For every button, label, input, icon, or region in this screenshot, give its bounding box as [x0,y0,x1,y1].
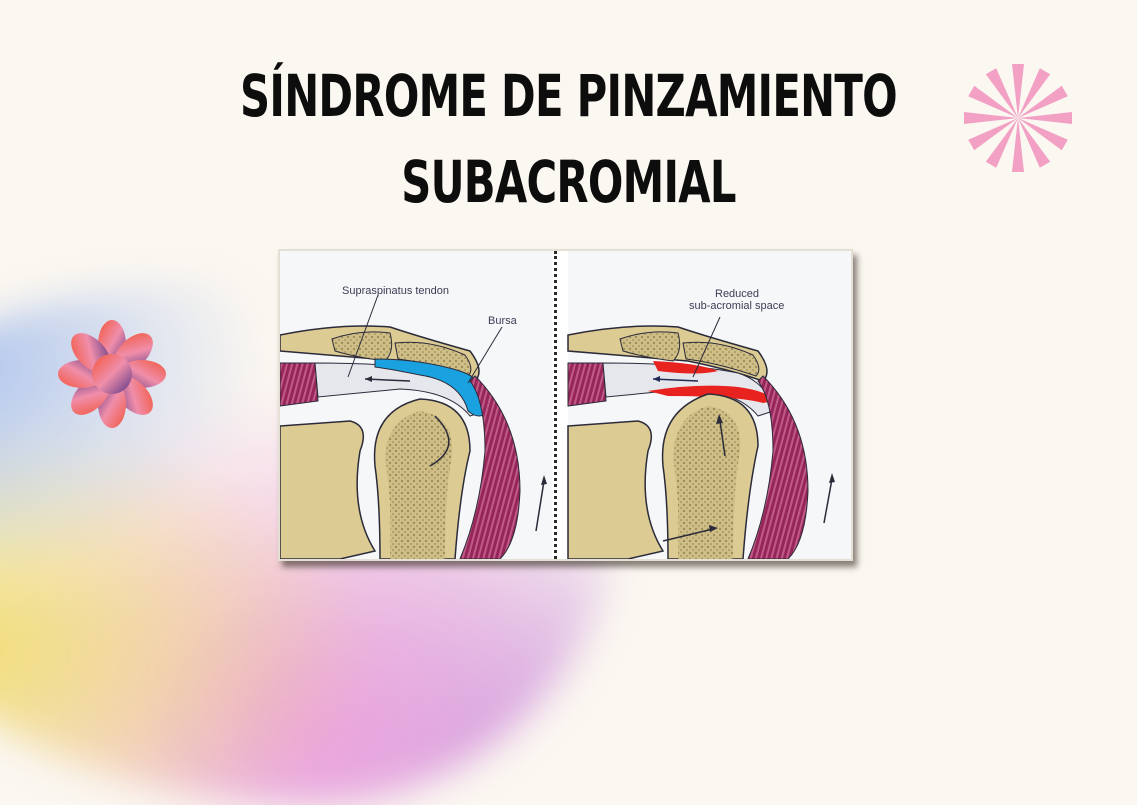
right-panel-impingement [567,251,851,559]
page-title-line1: SÍNDROME DE PINZAMIENTO [240,62,898,130]
label-bursa: Bursa [488,315,517,327]
starburst-icon [964,64,1072,172]
left-panel-normal [280,251,552,559]
page-title-line2: SUBACROMIAL [401,148,736,216]
shoulder-impingement-illustration: Supraspinatus tendon Bursa Reduced sub-a… [278,249,853,561]
label-sub-acromial-space: sub-acromial space [689,300,785,312]
flower-icon [58,320,166,428]
label-supraspinatus-tendon: Supraspinatus tendon [342,285,450,297]
anatomy-diagram [280,251,851,559]
panel-divider [554,251,557,559]
label-reduced: Reduced [715,288,760,300]
